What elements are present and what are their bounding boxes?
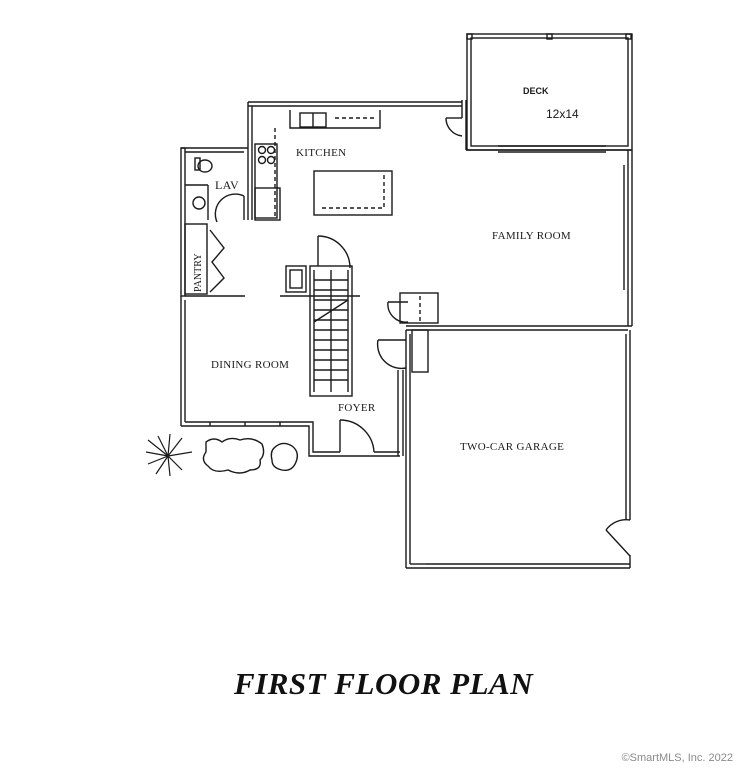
lav-label: LAV [215, 178, 240, 192]
deck-label: DECK [523, 86, 549, 96]
pantry-label: PANTRY [193, 253, 204, 292]
family-room-walls [406, 150, 633, 331]
closet-doors [376, 292, 439, 373]
dining-walls [180, 296, 308, 427]
deck-dimensions: 12x14 [546, 107, 579, 121]
dining-room-label: DINING ROOM [211, 359, 290, 371]
kitchen-walls [247, 100, 632, 221]
foyer-walls [308, 370, 404, 457]
kitchen-label: KITCHEN [296, 147, 347, 159]
landscaping [145, 433, 299, 477]
copyright-watermark: ©SmartMLS, Inc. 2022 [621, 752, 733, 764]
garage-walls [405, 330, 631, 569]
plan-title: FIRST FLOOR PLAN [234, 666, 534, 701]
pantry-walls [184, 223, 245, 297]
staircase [280, 235, 360, 397]
foyer-label: FOYER [338, 402, 376, 414]
family-room-label: FAMILY ROOM [492, 230, 571, 242]
lav-walls [180, 147, 248, 297]
garage-label: TWO-CAR GARAGE [460, 441, 565, 453]
deck-outline [466, 33, 633, 153]
